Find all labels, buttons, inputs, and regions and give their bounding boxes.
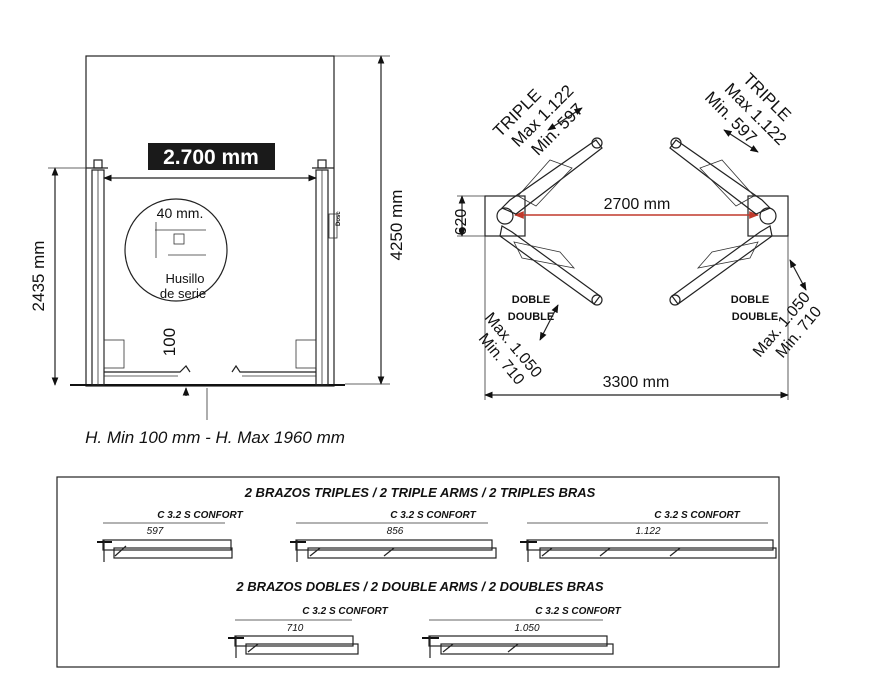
triple-arm-1-model: C 3.2 S CONFORT <box>157 510 243 521</box>
overhead-frame <box>85 55 335 387</box>
left-triple-arm <box>500 137 603 215</box>
height-range-label: H. Min 100 mm - H. Max 1960 mm <box>85 428 345 447</box>
left-base-plate <box>484 195 526 237</box>
double-right-line1: DOBLE <box>731 294 770 306</box>
double-arm-2-model: C 3.2 S CONFORT <box>535 606 621 617</box>
double-right-line2: DOUBLE <box>732 311 778 323</box>
column-brand: Dosc <box>336 211 342 226</box>
triple-arm-2-model: C 3.2 S CONFORT <box>390 510 476 521</box>
double-left-line2: DOUBLE <box>508 311 554 323</box>
double-arm-1-model: C 3.2 S CONFORT <box>302 606 388 617</box>
triple-arm-597: C 3.2 S CONFORT 597 <box>97 510 244 562</box>
triple-arm-1122: C 3.2 S CONFORT 1.122 <box>520 510 777 562</box>
double-arms-title: 2 BRAZOS DOBLES / 2 DOUBLE ARMS / 2 DOUB… <box>235 579 603 594</box>
front-view: Dosc 2.700 mm 4250 mm 2435 mm 100 40 mm. <box>29 55 406 447</box>
lift-arms <box>104 364 316 377</box>
double-arm-1-length: 710 <box>287 623 304 634</box>
triple-arms-title: 2 BRAZOS TRIPLES / 2 TRIPLE ARMS / 2 TRI… <box>244 485 596 500</box>
triple-arm-3-model: C 3.2 S CONFORT <box>654 510 740 521</box>
right-column <box>295 159 338 386</box>
width-label-box <box>148 143 275 170</box>
double-arm-710: C 3.2 S CONFORT 710 <box>228 606 389 658</box>
double-left-line1: DOBLE <box>512 294 551 306</box>
triple-arm-3-length: 1.122 <box>635 526 660 537</box>
triple-right-labels: TRIPLE Max 1.122 Min. 597 <box>701 69 795 148</box>
arms-panel: 2 BRAZOS TRIPLES / 2 TRIPLE ARMS / 2 TRI… <box>56 476 780 668</box>
right-base-plate <box>747 195 789 237</box>
total-width-label: 3300 mm <box>603 374 670 391</box>
triple-arm-1-length: 597 <box>147 526 164 537</box>
arms-panel-border <box>56 476 780 668</box>
double-arm-2-length: 1.050 <box>514 623 539 634</box>
base-depth-label: 620 <box>453 209 470 236</box>
left-column <box>86 159 125 386</box>
detail-offset-label: 40 mm. <box>157 205 204 221</box>
right-double-arm <box>669 225 773 306</box>
triple-arm-856: C 3.2 S CONFORT 856 <box>290 510 497 562</box>
double-arm-1050: C 3.2 S CONFORT 1.050 <box>422 606 622 658</box>
left-double-arm <box>499 225 603 306</box>
pad-height-label: 100 <box>160 328 179 356</box>
top-view: 2700 mm 620 <box>453 69 825 400</box>
width-label: 2.700 mm <box>163 146 259 169</box>
total-height-label: 4250 mm <box>387 190 406 261</box>
column-height-label: 2435 mm <box>29 241 48 312</box>
right-triple-arm <box>669 137 772 215</box>
detail-line1: Husillo <box>165 271 204 286</box>
column-distance-label: 2700 mm <box>604 196 671 213</box>
detail-line2: de serie <box>160 286 206 301</box>
triple-arm-2-length: 856 <box>387 526 404 537</box>
spindle-detail: 40 mm. Husillo de serie <box>124 198 228 302</box>
